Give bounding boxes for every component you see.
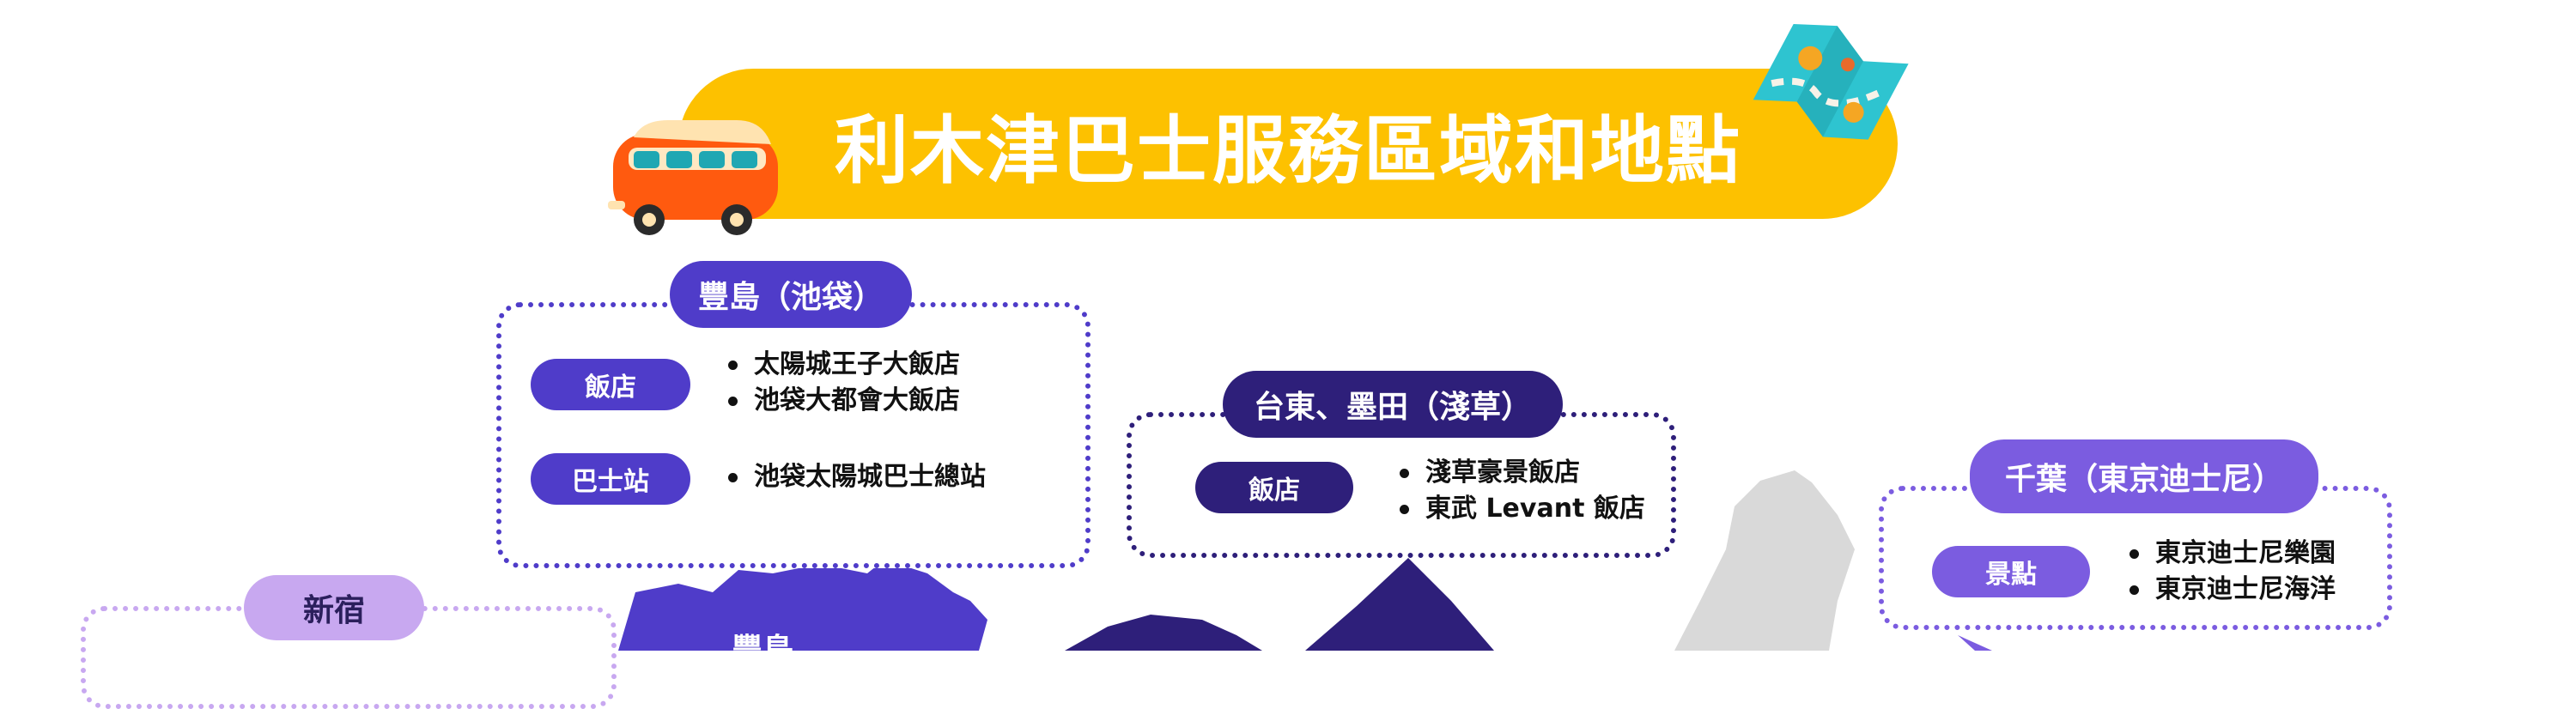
page-title: 利木津巴士服務區域和地點: [835, 108, 1741, 194]
toshima-map-shape: [618, 560, 987, 651]
koto-map-shape: [1674, 470, 1855, 651]
hotel-list-toshima: 太陽城王子大飯店 池袋大都會大飯店: [728, 347, 960, 419]
category-hotel-toshima: 飯店: [531, 359, 690, 410]
list-item: 東武 Levant 飯店: [1400, 491, 1645, 527]
category-attraction-chiba: 景點: [1932, 546, 2090, 597]
list-item: 東京迪士尼樂園: [2129, 536, 2336, 572]
taito-map-shape: [1305, 558, 1494, 651]
map-label-toshima: 豐島: [732, 633, 794, 668]
category-hotel-taito: 飯店: [1195, 462, 1353, 513]
area-box-toshima: [496, 302, 1091, 568]
bus-stop-list-toshima: 池袋太陽城巴士總站: [728, 459, 986, 495]
bunkyo-map-shape: [1065, 615, 1262, 651]
title-banner: [678, 69, 1898, 219]
bus-icon: [608, 23, 1992, 651]
area-title-toshima: 豐島（池袋）: [670, 261, 912, 328]
area-title-shinjuku: 新宿: [244, 575, 424, 640]
list-item: 東京迪士尼海洋: [2129, 572, 2336, 608]
attraction-list-chiba: 東京迪士尼樂園 東京迪士尼海洋: [2129, 536, 2336, 608]
list-item: 淺草豪景飯店: [1400, 455, 1645, 491]
area-title-taito: 台東、墨田（淺草）: [1223, 371, 1563, 438]
list-item: 池袋大都會大飯店: [728, 383, 960, 419]
category-bus-stop-toshima: 巴士站: [531, 453, 690, 505]
area-title-chiba: 千葉（東京迪士尼）: [1970, 439, 2318, 513]
hotel-list-taito: 淺草豪景飯店 東武 Levant 飯店: [1400, 455, 1645, 527]
list-item: 池袋太陽城巴士總站: [728, 459, 986, 495]
list-item: 太陽城王子大飯店: [728, 347, 960, 383]
chiba-pointer-shape: [1958, 635, 1992, 651]
